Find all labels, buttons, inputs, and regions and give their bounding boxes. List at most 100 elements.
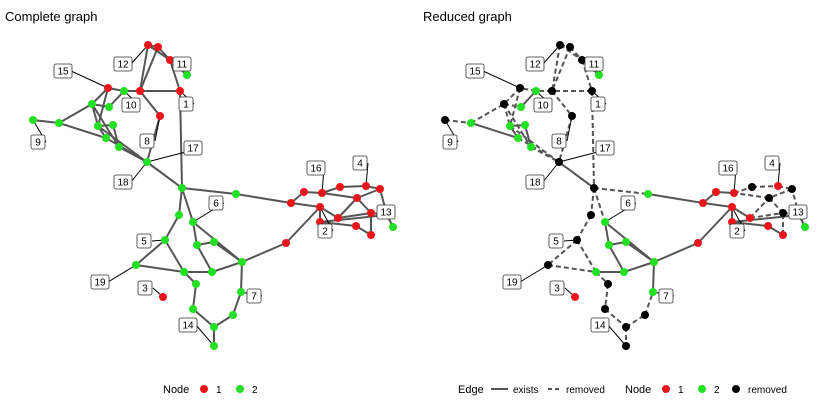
legend-edge-title: Edge [458, 384, 484, 396]
complete-label-box-19 [90, 274, 110, 290]
reduced-node-label-11: 11 [589, 60, 600, 71]
reduced-node-label-9: 9 [447, 138, 453, 149]
reduced-edge-59 [733, 192, 770, 199]
complete-edge-37 [164, 214, 180, 241]
reduced-label-box-10 [533, 97, 553, 113]
complete-edge-51 [241, 242, 287, 263]
reduced-label-box-2 [729, 223, 745, 239]
left-panel-title: Complete graph [5, 9, 98, 24]
complete-node-as [362, 182, 370, 190]
reduced-node-label-1: 1 [595, 100, 601, 111]
reduced-node-ap [728, 203, 736, 211]
complete-label-leader-14 [195, 324, 215, 347]
reduced-label-box-17 [595, 140, 615, 156]
complete-node-y [161, 236, 169, 244]
reduced-edge-29 [593, 187, 649, 195]
complete-label-box-10 [121, 97, 141, 113]
reduced-node-ac [620, 268, 628, 276]
reduced-node-ag [601, 305, 609, 313]
complete-node-ao [336, 183, 344, 191]
reduced-node-label-13: 13 [792, 208, 804, 219]
reduced-graph-legend: Edge exists removed Node 1 2 removed [458, 384, 787, 396]
reduced-node-aa [544, 261, 552, 269]
complete-node-at [367, 209, 375, 217]
complete-edge-22 [58, 122, 107, 139]
complete-label-leader-8 [154, 115, 161, 142]
reduced-label-box-15 [465, 63, 485, 79]
legend-node-swatch-1-right [662, 385, 670, 393]
reduced-node-y [573, 236, 581, 244]
complete-node-c [166, 56, 174, 64]
complete-node-x [193, 241, 201, 249]
complete-edge-69 [319, 214, 388, 223]
complete-node-label-1: 1 [183, 100, 189, 111]
reduced-node-ar [765, 194, 773, 202]
reduced-label-box-19 [502, 274, 522, 290]
reduced-edge-19 [503, 103, 532, 148]
legend-node-swatch-removed [732, 385, 740, 393]
reduced-node-label-18: 18 [529, 178, 541, 189]
reduced-label-box-3 [549, 280, 565, 296]
reduced-edge-49 [644, 291, 654, 316]
complete-node-label-15: 15 [57, 67, 69, 78]
complete-edge-20 [97, 87, 109, 127]
complete-node-s [178, 184, 186, 192]
complete-edge-59 [321, 192, 358, 199]
complete-node-ar [353, 194, 361, 202]
complete-node-am [300, 188, 308, 196]
reduced-edge-43 [623, 261, 655, 273]
reduced-node-as [774, 182, 782, 190]
reduced-label-box-18 [525, 174, 545, 190]
reduced-node-label-5: 5 [553, 237, 559, 248]
complete-node-ab [180, 268, 188, 276]
reduced-node-x [605, 241, 613, 249]
reduced-node-label-10: 10 [537, 101, 549, 112]
reduced-edge-23 [470, 103, 505, 124]
reduced-node-n [514, 134, 522, 142]
reduced-node-ad [604, 280, 612, 288]
reduced-edge-21 [444, 119, 472, 124]
complete-node-i [88, 100, 96, 108]
complete-label-leader-18 [130, 161, 148, 183]
reduced-node-label-8: 8 [556, 137, 562, 148]
legend-node-label-removed: removed [748, 385, 787, 396]
complete-node-label-14: 14 [182, 321, 194, 332]
complete-edge-41 [196, 244, 213, 273]
complete-node-aj [210, 342, 218, 350]
complete-label-box-3 [137, 280, 153, 296]
complete-label-box-14 [178, 317, 198, 333]
reduced-label-leader-14 [607, 324, 627, 347]
complete-edge-40 [164, 239, 185, 273]
legend-node-title-right: Node [625, 384, 651, 396]
complete-node-l [94, 122, 102, 130]
reduced-node-r [467, 119, 475, 127]
reduced-edge-51 [653, 242, 699, 263]
reduced-edge-22 [470, 122, 519, 139]
complete-edge-32 [181, 187, 194, 223]
complete-node-a [144, 41, 152, 49]
reduced-label-box-12 [525, 56, 545, 72]
reduced-node-label-15: 15 [469, 67, 481, 78]
complete-node-label-13: 13 [380, 208, 392, 219]
reduced-label-box-8 [551, 133, 567, 149]
reduced-node-af [649, 288, 657, 296]
legend-node-swatch-2-right [698, 385, 706, 393]
complete-edge-64 [319, 221, 357, 227]
reduced-edge-45 [604, 283, 609, 310]
reduced-node-aj [622, 342, 630, 350]
reduced-label-box-6 [620, 195, 636, 211]
complete-node-al [287, 199, 295, 207]
reduced-edge-5 [581, 59, 593, 92]
reduced-edge-40 [576, 239, 597, 273]
complete-node-g [120, 87, 128, 95]
complete-edge-38 [135, 239, 166, 266]
complete-edge-46 [192, 308, 215, 328]
complete-label-box-5 [136, 233, 152, 249]
complete-node-j [105, 103, 113, 111]
legend-node-label-2: 2 [252, 385, 258, 396]
reduced-node-g [532, 87, 540, 95]
reduced-node-b [566, 43, 574, 51]
legend-node-label-2-right: 2 [714, 385, 720, 396]
complete-node-label-7: 7 [251, 292, 257, 303]
complete-node-label-11: 11 [177, 60, 188, 71]
